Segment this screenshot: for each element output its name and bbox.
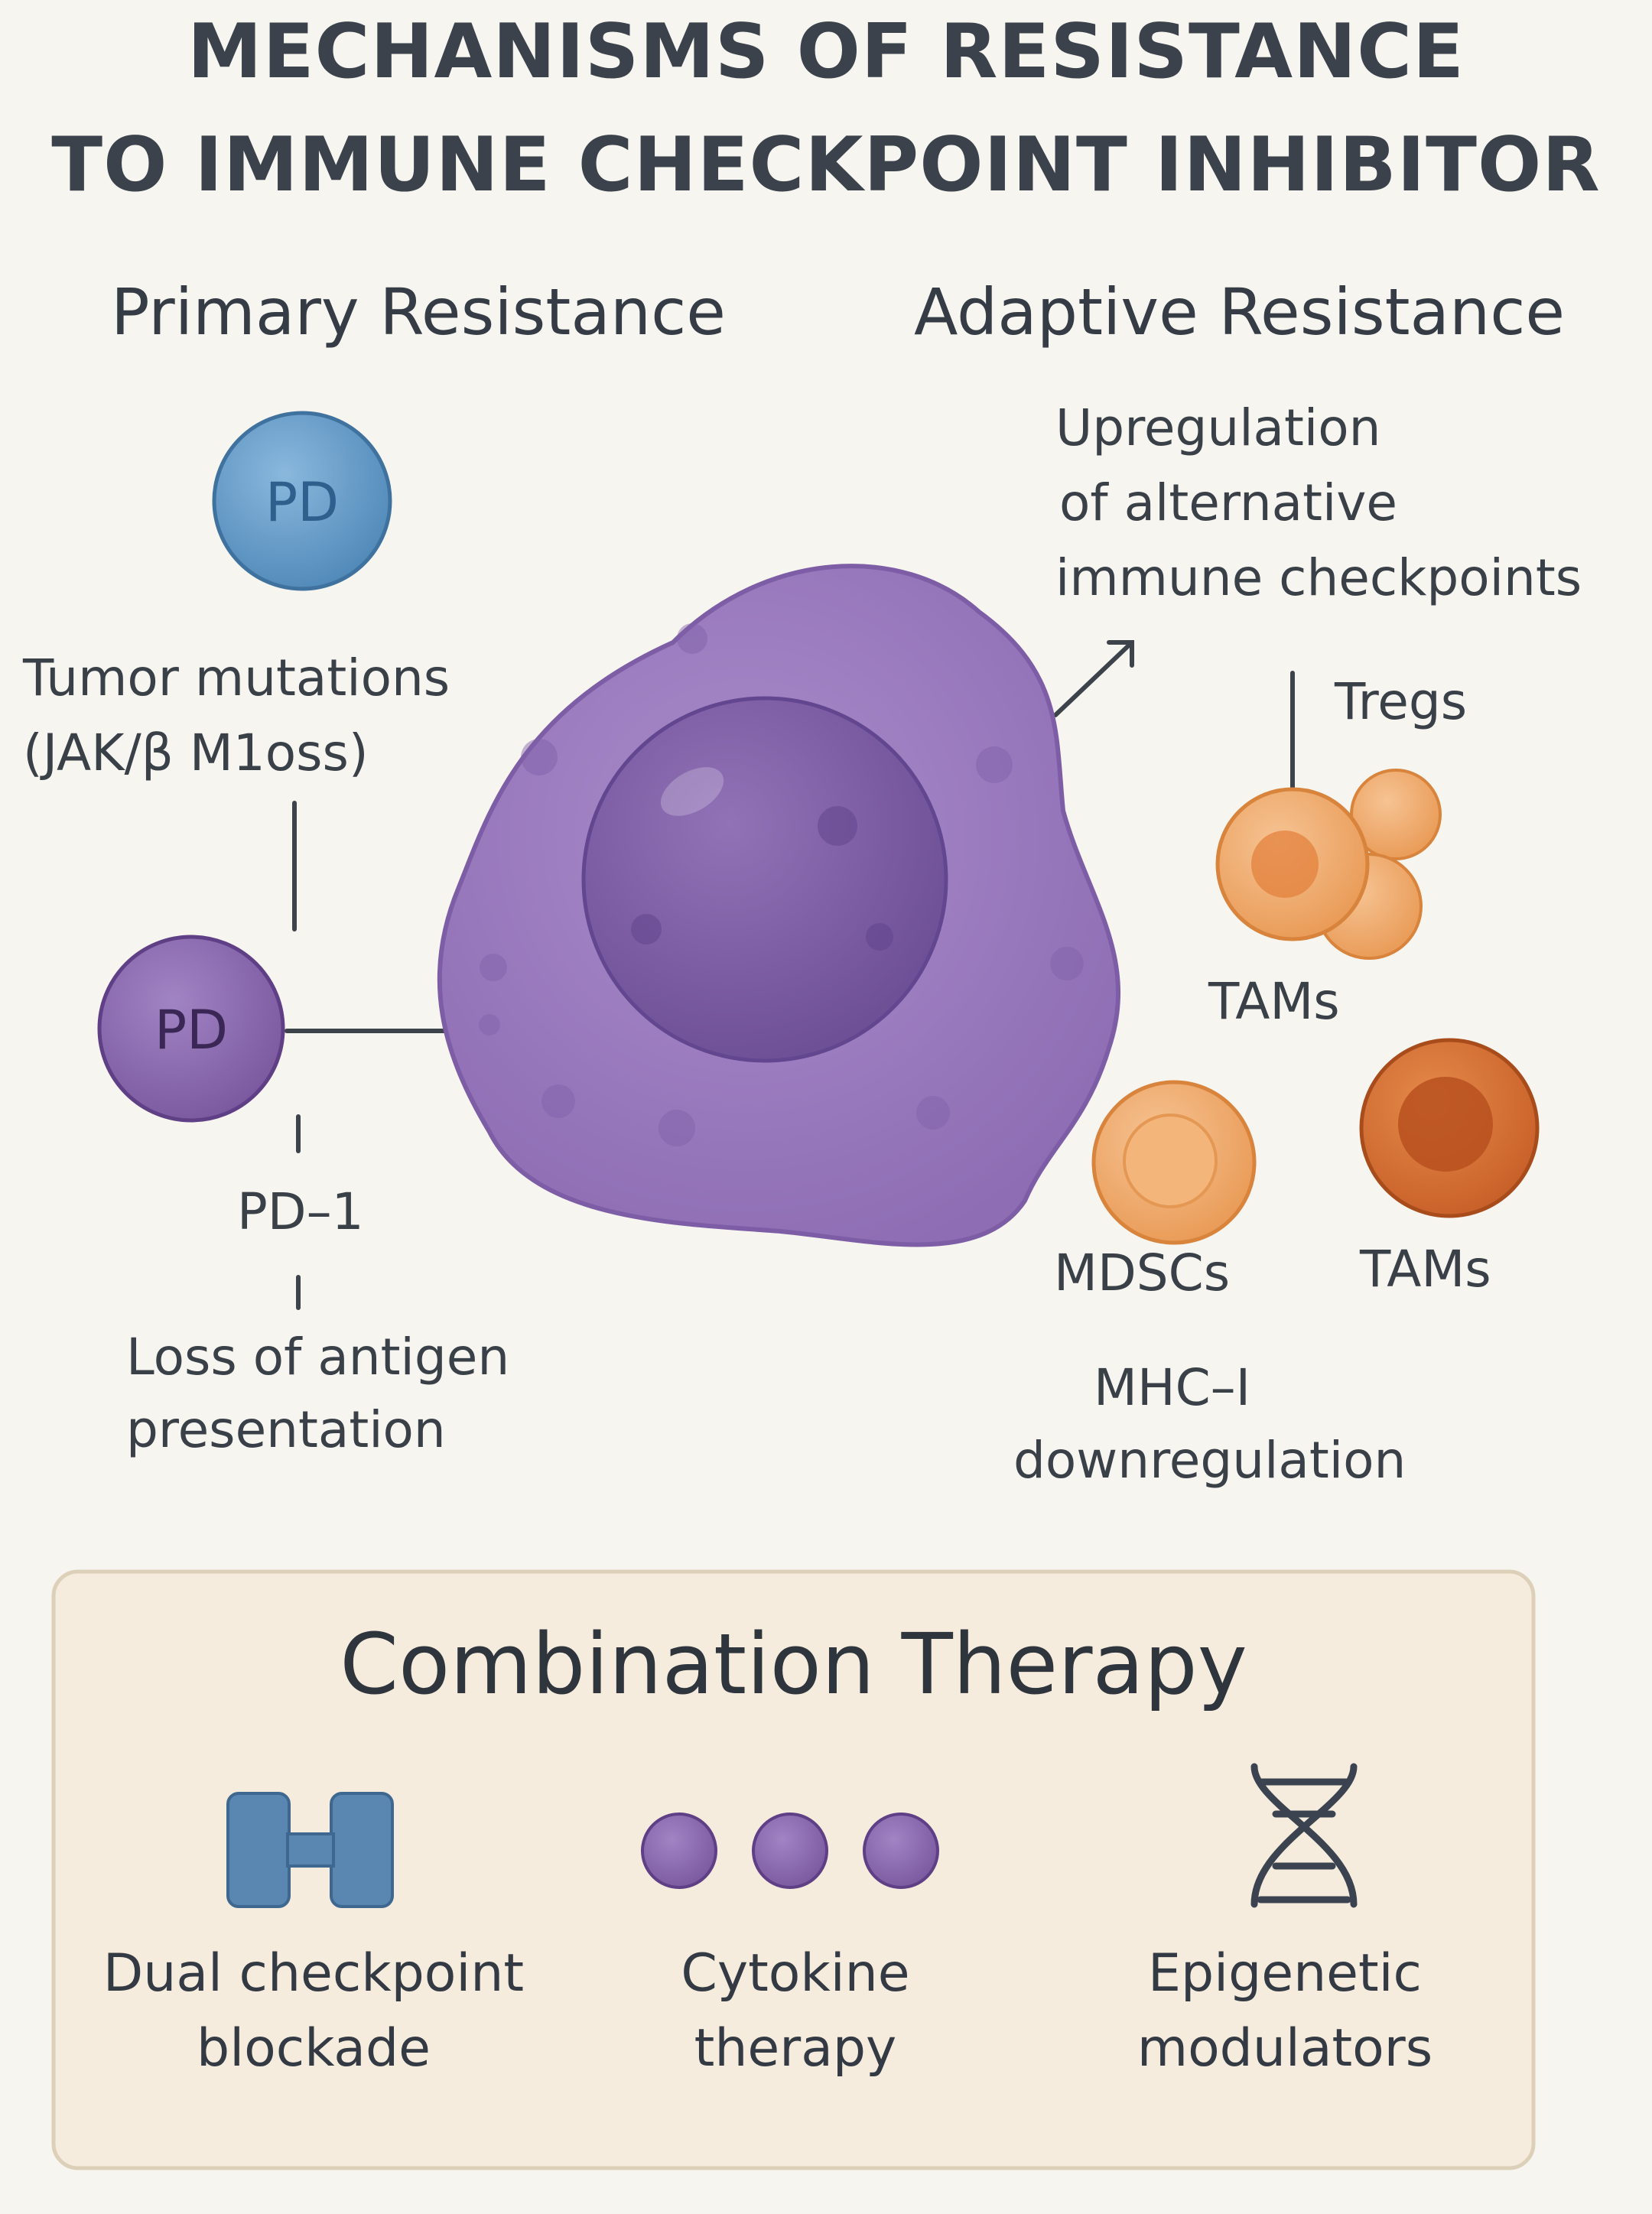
diagram-title-line1: MECHANISMS OF RESISTANCE [187,8,1465,96]
cytokine-therapy-label-line2: therapy [694,2018,897,2079]
nucleus [581,696,948,1063]
antigen-loss-label-line1: Loss of antigen [126,1328,510,1387]
tams-label-bottom: TAMs [1360,1240,1491,1299]
cytokine-dots-icon [641,1812,939,1889]
upregulation-label-line3: immune checkpoints [1055,548,1582,607]
tregs-cluster [1215,769,1442,960]
upregulation-label-line1: Upregulation [1055,398,1381,457]
blockade-icon [226,1792,394,1908]
tumor-cell [437,564,1121,1247]
arrow-head [1107,640,1134,668]
cytokine-therapy-label-line1: Cytokine [681,1943,910,2004]
mdscs-label: MDSCs [1054,1244,1231,1302]
tams-label-top: TAMs [1208,972,1340,1031]
pd-purple-cell [97,935,285,1123]
upregulation-label-line2: of alternative [1059,473,1397,532]
mhc-label-line2: downregulation [1013,1431,1406,1490]
dual-checkpoint-label-line1: Dual checkpoint [102,1943,525,2004]
adaptive-resistance-heading: Adaptive Resistance [914,275,1566,349]
epigenetic-modulators-label-line1: Epigenetic [1148,1943,1422,2004]
tregs-label: Tregs [1335,672,1468,731]
mdsc-cell [1091,1080,1257,1245]
mhc-label-line1: MHC–I [1094,1358,1251,1417]
pd-top-label: PD [265,471,340,534]
cell-granules [479,623,1084,1146]
diagram-title-line2: TO IMMUNE CHECKPOINT INHIBITOR [51,122,1601,209]
antigen-loss-label-line2: presentation [126,1400,446,1459]
upregulation-arrow [1053,640,1134,717]
tumor-mutations-label: Tumor mutations [23,649,450,707]
connector-lines [285,640,1295,1310]
tumor-mutations-detail: (JAK/β M1oss) [23,723,369,782]
primary-resistance-heading: Primary Resistance [111,275,726,349]
tam-cell [1359,1038,1540,1218]
pd-blue-cell [212,411,392,591]
pd-left-label: PD [154,999,229,1061]
combination-therapy-title: Combination Therapy [340,1615,1247,1713]
pd1-label: PD–1 [237,1182,364,1241]
dual-checkpoint-label-line2: blockade [197,2018,431,2079]
epigenetic-modulators-label-line2: modulators [1137,2018,1433,2079]
dna-helix-icon [1250,1763,1358,1908]
